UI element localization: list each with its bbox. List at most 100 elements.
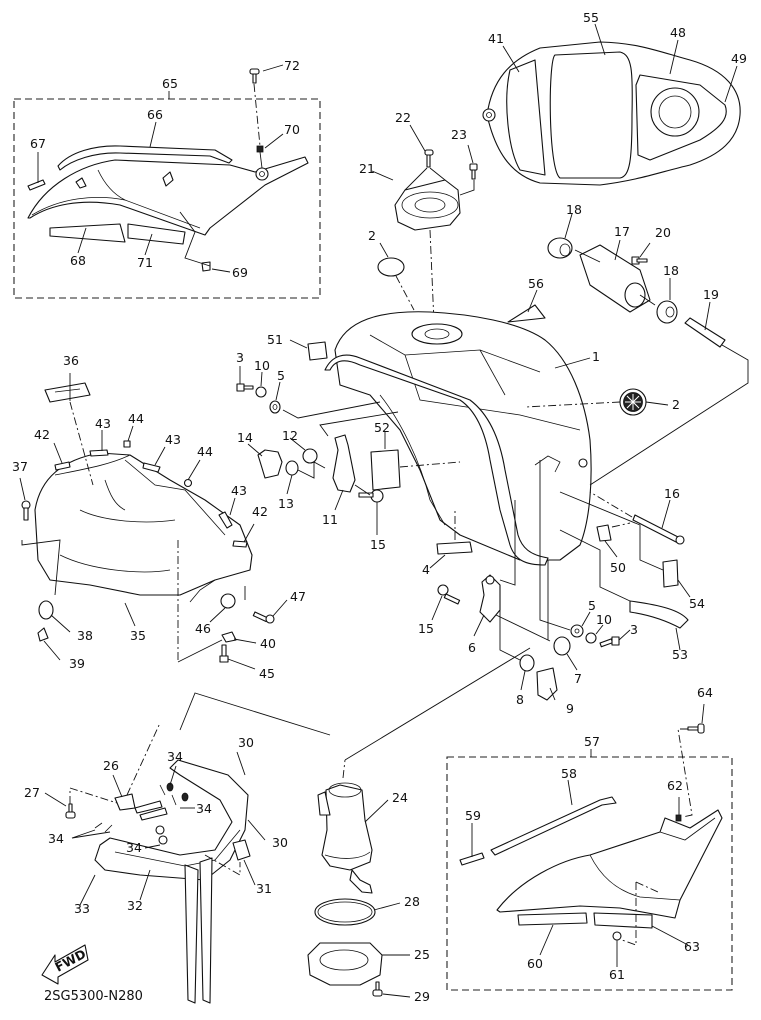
- callout-6: 6: [468, 640, 476, 655]
- group-box-57: [446, 756, 733, 991]
- tab: [75, 177, 87, 189]
- callout-43c: 43: [231, 483, 247, 498]
- washer-5a: [269, 381, 281, 414]
- screw-64: [687, 703, 705, 734]
- callout-3b: 3: [630, 622, 638, 637]
- molding-58: [490, 796, 617, 856]
- side-cover-kit-65: [13, 64, 321, 299]
- bracket-17: [579, 239, 651, 313]
- callout-5b: 5: [588, 598, 596, 613]
- side-cover-body: [496, 809, 723, 919]
- callout-32: 32: [127, 898, 143, 913]
- clip-69: [201, 261, 211, 272]
- callout-46: 46: [195, 621, 211, 636]
- fuel-pump-24: [317, 647, 531, 894]
- fwd-direction-badge: FWD: [41, 944, 89, 985]
- pad-53: [629, 600, 689, 651]
- callout-67: 67: [30, 136, 46, 151]
- callout-64: 64: [697, 685, 713, 700]
- callout-37: 37: [12, 459, 28, 474]
- bolt-47: [252, 599, 288, 624]
- callout-56: 56: [528, 276, 544, 291]
- mount-eye: [482, 108, 496, 122]
- callout-48: 48: [670, 25, 686, 40]
- callout-66: 66: [147, 107, 163, 122]
- callout-24: 24: [392, 790, 408, 805]
- emblem-2: [524, 388, 669, 416]
- callout-7: 7: [574, 671, 582, 686]
- callout-61: 61: [609, 967, 625, 982]
- callout-36: 36: [63, 353, 79, 368]
- callout-26: 26: [103, 758, 119, 773]
- clamp-31: [232, 839, 256, 886]
- grommet: [255, 167, 269, 181]
- callout-71: 71: [137, 255, 153, 270]
- damper-56: [507, 304, 546, 323]
- bolt-45: [219, 644, 256, 670]
- stay-32: [184, 864, 199, 1004]
- callout-25: 25: [414, 947, 430, 962]
- callout-54: 54: [689, 596, 705, 611]
- callout-53: 53: [672, 647, 688, 662]
- side-cover-66-body: [27, 156, 309, 236]
- callout-57: 57: [584, 734, 600, 749]
- callout-39: 39: [69, 656, 85, 671]
- callout-44b: 44: [197, 444, 213, 459]
- panel-41: [506, 59, 546, 176]
- frame-rails: [79, 751, 266, 1004]
- callout-49: 49: [731, 51, 747, 66]
- callout-59: 59: [465, 808, 481, 823]
- collar-10b: [585, 624, 604, 644]
- callout-23: 23: [451, 127, 467, 142]
- clip: [162, 171, 174, 187]
- collar-12: [289, 437, 318, 464]
- callout-72: 72: [284, 58, 300, 73]
- callout-1: 1: [592, 349, 600, 364]
- bolt-27: [44, 792, 76, 819]
- callout-10a: 10: [254, 358, 270, 373]
- bolt-29: [372, 981, 411, 998]
- callout-69: 69: [232, 265, 248, 280]
- bolt-37: [19, 477, 31, 521]
- callout-34d: 34: [126, 840, 142, 855]
- label-52: [370, 432, 401, 491]
- callout-12: 12: [282, 428, 298, 443]
- stay-33: [199, 857, 213, 1004]
- damper-7: [553, 636, 578, 671]
- nut-70: [256, 145, 264, 153]
- callout-labels: 65 57 1 2 2 3 3 4 5 5 6 7 8 9 10 10 11 1…: [12, 10, 747, 1004]
- callout-50: 50: [610, 560, 626, 575]
- tank-frame-rail: [324, 354, 549, 566]
- screw-23: [467, 144, 478, 180]
- callout-42a: 42: [34, 427, 50, 442]
- callout-34b: 34: [196, 801, 212, 816]
- pad-44a: [123, 425, 134, 448]
- bolt-3a: [236, 366, 254, 392]
- strip-59: [459, 852, 485, 866]
- callout-34c: 34: [48, 831, 64, 846]
- pad-43c: [218, 497, 236, 529]
- clip-61: [612, 931, 622, 941]
- callout-31: 31: [256, 881, 272, 896]
- callout-55: 55: [583, 10, 599, 25]
- bushing-18b: [656, 278, 678, 324]
- gasket-28: [314, 898, 401, 926]
- screw-72: [249, 68, 260, 84]
- callout-18b: 18: [663, 263, 679, 278]
- retainer-25: [307, 942, 410, 986]
- callout-16: 16: [664, 486, 680, 501]
- rubber-50: [596, 524, 618, 558]
- pad-42a: [53, 442, 71, 471]
- rubber-51: [289, 339, 328, 361]
- callout-3a: 3: [236, 350, 244, 365]
- filler-cap-21: [371, 170, 461, 231]
- pad-43b: [142, 446, 166, 473]
- callout-4: 4: [422, 562, 430, 577]
- callout-51: 51: [267, 332, 283, 347]
- callout-60: 60: [527, 956, 543, 971]
- filler-ring: [650, 87, 700, 137]
- callout-14: 14: [237, 430, 253, 445]
- tank-top-view: [482, 23, 741, 186]
- callout-41: 41: [488, 31, 504, 46]
